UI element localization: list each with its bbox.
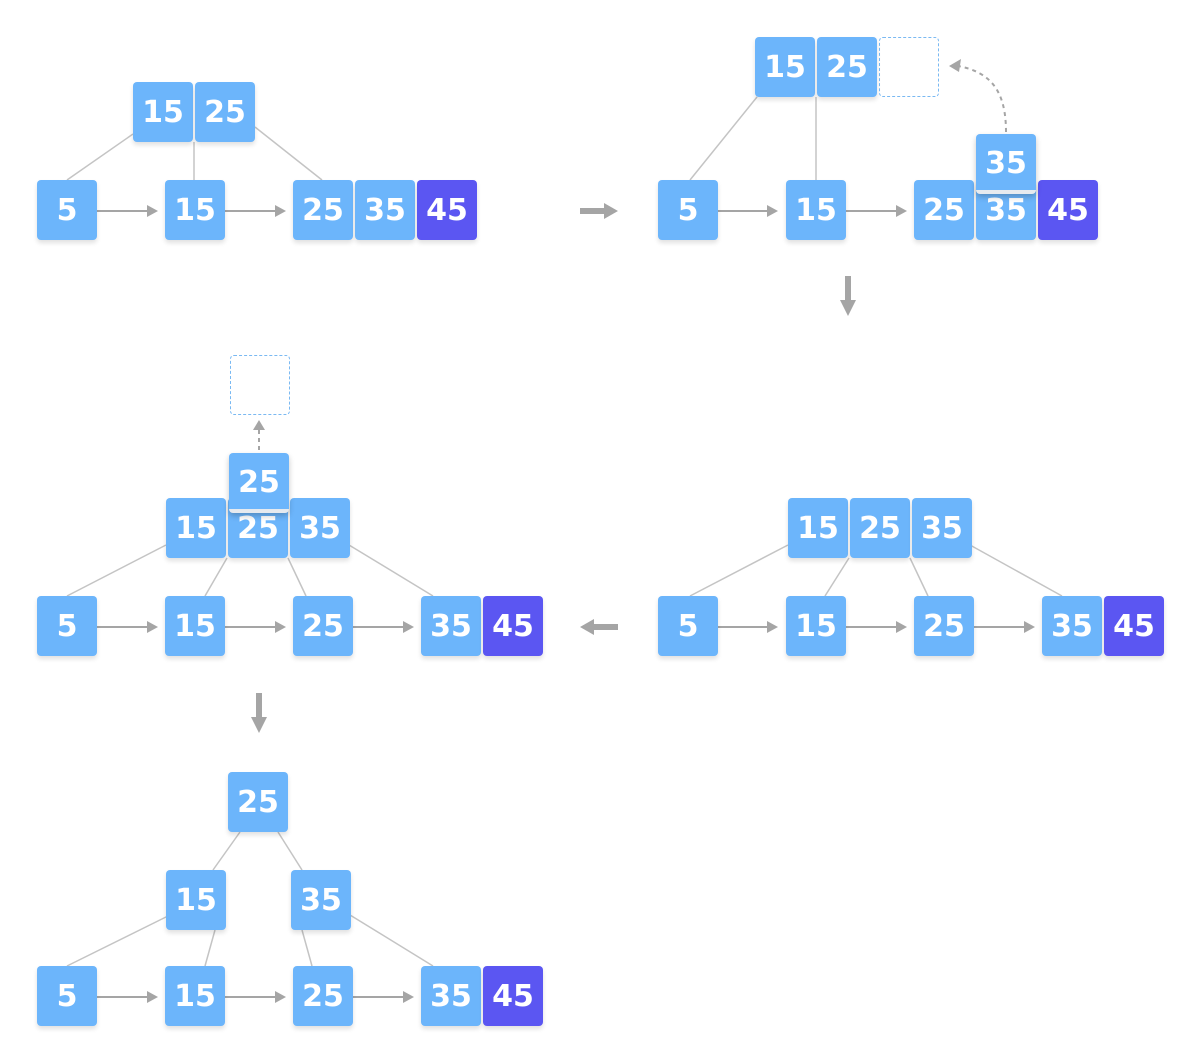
leaf-link-arrowhead: [896, 621, 907, 633]
promotion-arrowhead: [949, 59, 961, 72]
tree-edge: [348, 544, 434, 597]
empty-slot: [230, 355, 290, 415]
tree-edge: [66, 544, 167, 597]
tree-key: 25: [914, 596, 974, 656]
tree-edge: [66, 133, 134, 181]
tree-key: 25: [914, 180, 974, 240]
tree-key: 15: [788, 498, 848, 558]
step-arrow-down: [840, 276, 856, 316]
empty-slot: [879, 37, 939, 97]
tree-edge: [689, 544, 789, 597]
step-arrow-left: [580, 619, 618, 635]
tree-edge: [301, 929, 313, 967]
leaf-link-arrowhead: [767, 205, 778, 217]
leaf-link-arrowhead: [147, 621, 158, 633]
tree-key: 15: [165, 966, 225, 1026]
inserted-key: 45: [1038, 180, 1098, 240]
tree-key: 15: [786, 180, 846, 240]
tree-key: 15: [165, 180, 225, 240]
inserted-key: 45: [483, 966, 543, 1026]
tree-key: 15: [165, 596, 225, 656]
tree-key: 5: [658, 596, 718, 656]
promoted-key: 35: [976, 134, 1036, 194]
tree-edge: [204, 557, 228, 597]
tree-edge: [689, 96, 758, 181]
tree-key: 25: [293, 596, 353, 656]
leaf-link-arrowhead: [767, 621, 778, 633]
step-arrow-down: [251, 693, 267, 733]
tree-key: 35: [421, 966, 481, 1026]
tree-key: 5: [37, 596, 97, 656]
leaf-link-arrowhead: [1024, 621, 1035, 633]
leaf-link-arrowhead: [147, 991, 158, 1003]
tree-key: 35: [355, 180, 415, 240]
promotion-arrowhead: [253, 420, 265, 430]
tree-edge: [254, 126, 323, 181]
leaf-link-arrowhead: [403, 991, 414, 1003]
tree-edge: [204, 929, 216, 967]
tree-edge: [212, 831, 241, 871]
tree-edge: [969, 544, 1063, 597]
leaf-link-arrowhead: [275, 621, 286, 633]
leaf-link-arrowhead: [147, 205, 158, 217]
tree-edge: [349, 914, 434, 967]
inserted-key: 45: [483, 596, 543, 656]
tree-edge: [66, 914, 171, 967]
leaf-link-arrowhead: [896, 205, 907, 217]
tree-edge: [909, 557, 929, 597]
promotion-path: [957, 65, 1007, 133]
tree-key: 25: [817, 37, 877, 97]
tree-edge: [277, 831, 303, 871]
tree-key: 35: [291, 870, 351, 930]
tree-key: 25: [228, 772, 288, 832]
inserted-key: 45: [1104, 596, 1164, 656]
tree-key: 15: [166, 498, 226, 558]
tree-edge: [287, 557, 307, 597]
tree-key: 35: [421, 596, 481, 656]
tree-key: 15: [166, 870, 226, 930]
tree-key: 15: [133, 82, 193, 142]
leaf-link-arrowhead: [275, 991, 286, 1003]
promoted-key: 25: [229, 453, 289, 513]
tree-key: 25: [293, 180, 353, 240]
tree-key: 25: [850, 498, 910, 558]
tree-key: 35: [912, 498, 972, 558]
tree-key: 5: [658, 180, 718, 240]
leaf-link-arrowhead: [403, 621, 414, 633]
tree-key: 5: [37, 180, 97, 240]
tree-key: 35: [290, 498, 350, 558]
tree-key: 5: [37, 966, 97, 1026]
tree-edge: [824, 557, 850, 597]
leaf-link-arrowhead: [275, 205, 286, 217]
inserted-key: 45: [417, 180, 477, 240]
tree-key: 15: [786, 596, 846, 656]
tree-key: 25: [195, 82, 255, 142]
step-arrow-right: [580, 203, 618, 219]
tree-key: 15: [755, 37, 815, 97]
tree-key: 25: [293, 966, 353, 1026]
tree-key: 35: [1042, 596, 1102, 656]
